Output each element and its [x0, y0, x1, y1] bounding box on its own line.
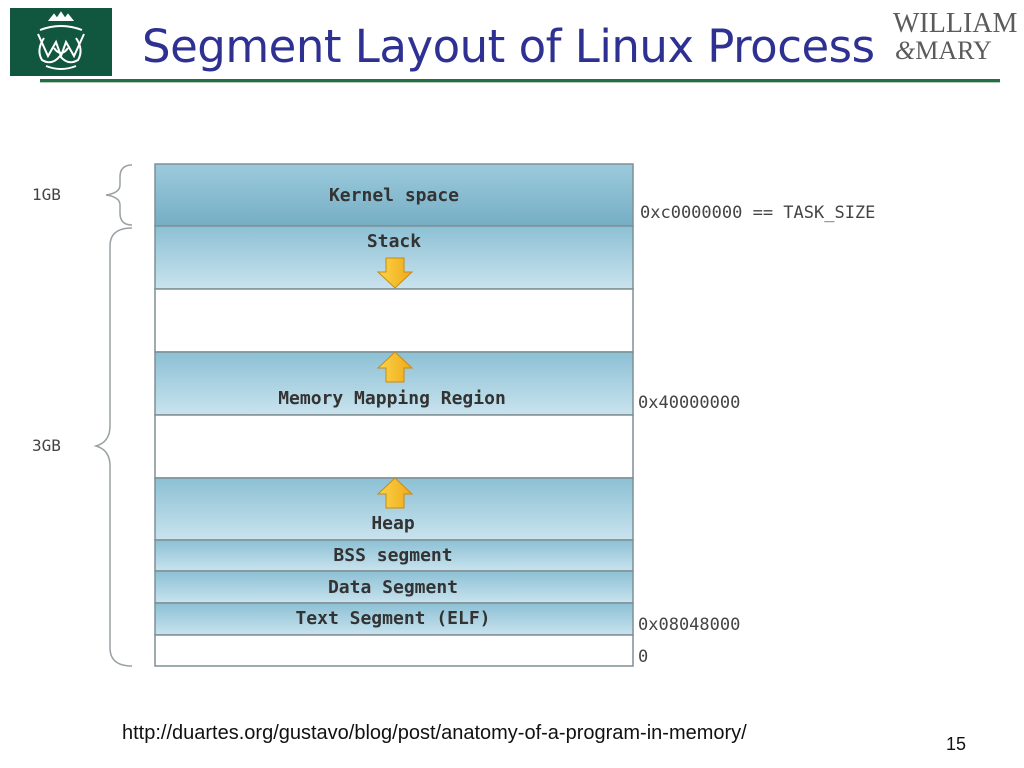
brace-1gb [105, 164, 133, 226]
address-task-size: 0xc0000000 == TASK_SIZE [640, 203, 875, 223]
wordmark-mary: MARY [915, 36, 992, 65]
segment-label-kernel: Kernel space [329, 185, 459, 206]
segment-label-bss: BSS segment [333, 545, 452, 566]
address-mmap: 0x40000000 [638, 393, 740, 413]
segment-text: Text Segment (ELF) [154, 602, 634, 636]
mmap-growth-up-arrow-icon [376, 351, 414, 383]
cypher-icon [37, 11, 85, 70]
wordmark-ampersand: & [895, 36, 916, 65]
side-label-3gb: 3GB [32, 436, 61, 455]
heap-growth-up-arrow-icon [376, 477, 414, 509]
stack-growth-down-arrow-icon [376, 257, 414, 289]
header-rule [40, 79, 1000, 82]
source-url-link[interactable]: http://duartes.org/gustavo/blog/post/ana… [122, 722, 747, 744]
segment-bss: BSS segment [154, 539, 634, 572]
page-title: Segment Layout of Linux Process [142, 20, 875, 73]
william-and-mary-wordmark: WILLIAM &MARY [893, 10, 1018, 64]
segment-kernel-space: Kernel space [154, 163, 634, 227]
side-label-1gb: 1GB [32, 185, 61, 204]
segment-label-mmap: Memory Mapping Region [278, 388, 506, 409]
header-rule-shadow [40, 82, 1000, 83]
wordmark-william: WILLIAM [893, 8, 1018, 39]
brace-3gb [93, 227, 133, 667]
wordmark-mary-line: &MARY [893, 38, 1018, 64]
wm-cypher-logo [10, 8, 112, 76]
address-text: 0x08048000 [638, 615, 740, 635]
segment-bottom [154, 634, 634, 667]
segment-data: Data Segment [154, 570, 634, 604]
segment-label-text: Text Segment (ELF) [295, 608, 490, 629]
segment-gap-2 [154, 414, 634, 479]
page-number: 15 [946, 734, 967, 754]
segment-label-heap: Heap [371, 513, 415, 534]
segment-gap-1 [154, 288, 634, 353]
address-zero: 0 [638, 647, 648, 667]
segment-label-stack: Stack [367, 231, 421, 252]
segment-label-data: Data Segment [328, 577, 458, 598]
